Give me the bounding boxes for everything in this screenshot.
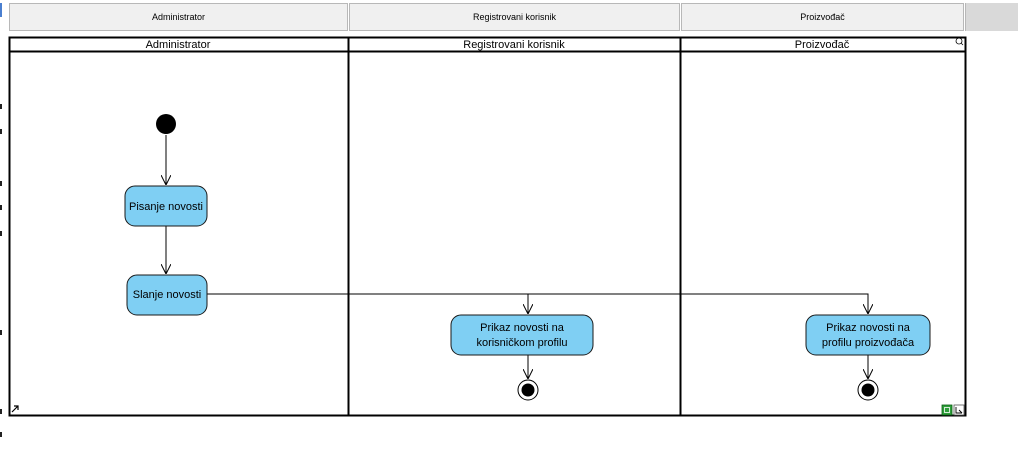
control-flows (166, 135, 868, 379)
zoom-icon[interactable] (955, 37, 964, 46)
final-node-proizvodjac[interactable] (857, 379, 879, 401)
action-prikaz-korisnik[interactable]: Prikaz novosti na korisničkom profilu (450, 314, 594, 356)
header-tab-registrovani-korisnik[interactable]: Registrovani korisnik (349, 3, 680, 31)
flow-slanje-to-prikaz-proizvodjac (528, 293, 868, 314)
lane-header-bar: Administrator Registrovani korisnik Proi… (0, 0, 1018, 36)
lane-title-registrovani-korisnik: Registrovani korisnik (463, 39, 565, 51)
action-slanje-label: Slanje novosti (133, 289, 202, 301)
header-end-filler (965, 3, 1018, 31)
resize-arrow-icon[interactable] (11, 404, 20, 413)
final-node-korisnik[interactable] (517, 379, 539, 401)
lane-title-administrator: Administrator (146, 39, 211, 51)
action-prikaz-proizvodjac[interactable]: Prikaz novosti na profilu proizvođača (805, 314, 931, 356)
fit-diagram-icon[interactable] (941, 404, 953, 416)
header-tab-administrator[interactable]: Administrator (9, 3, 348, 31)
action-pisanje-label: Pisanje novosti (129, 201, 203, 213)
action-slanje-novosti[interactable]: Slanje novosti (126, 274, 208, 316)
action-prikaz-proizvodjac-line1: Prikaz novosti na (826, 322, 911, 334)
header-tab-proizvodjac[interactable]: Proizvođač (681, 3, 964, 31)
action-prikaz-proizvodjac-line2: profilu proizvođača (822, 337, 915, 349)
action-prikaz-korisnik-line1: Prikaz novosti na (480, 322, 565, 334)
left-edge-tab (0, 3, 2, 17)
expand-corner-icon[interactable] (953, 404, 965, 416)
initial-node[interactable] (156, 114, 176, 134)
lane-title-proizvodjac: Proizvođač (795, 39, 850, 51)
action-prikaz-korisnik-line2: korisničkom profilu (476, 337, 567, 349)
action-pisanje-novosti[interactable]: Pisanje novosti (124, 185, 208, 227)
